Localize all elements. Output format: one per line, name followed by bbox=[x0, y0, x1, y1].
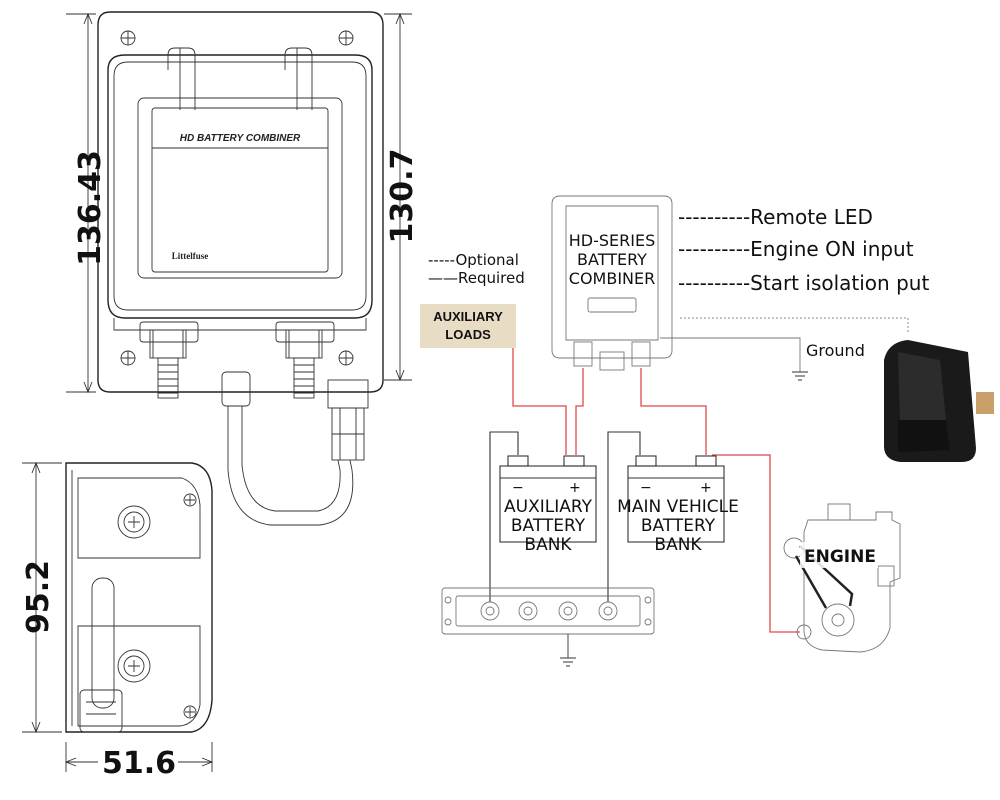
engine-label-bg bbox=[800, 542, 878, 568]
mounting-hole-icon bbox=[120, 30, 354, 366]
aux-battery-minus-icon: − bbox=[512, 480, 524, 496]
main-battery-label-line1: MAIN VEHICLE bbox=[617, 497, 739, 517]
aux-battery-label-line3: BANK bbox=[524, 535, 572, 555]
engine-on-label: ----------Engine ON input bbox=[678, 237, 914, 261]
main-battery-plus-icon: + bbox=[700, 480, 712, 496]
dimension-overall-height: 136.43 bbox=[73, 150, 108, 266]
main-battery-minus-icon: − bbox=[640, 480, 652, 496]
dimension-side-width: 51.6 bbox=[102, 746, 176, 781]
auxiliary-battery bbox=[499, 455, 597, 543]
aux-loads-line1: AUXILIARY bbox=[433, 309, 503, 324]
negative-wires bbox=[489, 431, 641, 602]
engine-label: ENGINE bbox=[804, 547, 876, 567]
brand-logo: Littelfuse bbox=[172, 251, 209, 261]
aux-loads-line2: LOADS bbox=[445, 327, 491, 342]
aux-battery-plus-icon: + bbox=[569, 480, 581, 496]
combiner-label-line3: COMBINER bbox=[569, 269, 655, 288]
battery-combiner-unit bbox=[551, 195, 673, 371]
engine-icon bbox=[783, 503, 901, 653]
device-side-view bbox=[22, 461, 214, 772]
auxiliary-loads-box bbox=[420, 304, 516, 348]
main-battery-label-line3: BANK bbox=[654, 535, 702, 555]
right-terminal-stud bbox=[275, 321, 335, 399]
left-terminal-stud bbox=[139, 321, 199, 399]
ground-label: Ground bbox=[806, 341, 865, 360]
aux-battery-label-line2: BATTERY bbox=[511, 516, 586, 536]
dimension-label-bg bbox=[98, 746, 178, 776]
wire-connector bbox=[327, 379, 369, 461]
ground-symbol-icon bbox=[792, 371, 808, 381]
ground-bus-bar bbox=[441, 587, 655, 667]
remote-led-label: ----------Remote LED bbox=[678, 205, 873, 229]
main-battery-label-line2: BATTERY bbox=[641, 516, 716, 536]
dimension-side-height: 95.2 bbox=[21, 560, 56, 634]
combiner-label-line2: BATTERY bbox=[577, 250, 647, 269]
legend-required: ——Required bbox=[428, 269, 525, 287]
positive-wires bbox=[512, 348, 800, 633]
aux-battery-label-line1: AUXILIARY bbox=[504, 497, 593, 517]
start-isolation-label: ----------Start isolation put bbox=[678, 271, 929, 295]
rocker-switch-icon bbox=[884, 340, 994, 462]
main-vehicle-battery bbox=[627, 455, 725, 543]
combiner-label-line1: HD-SERIES bbox=[569, 231, 656, 250]
dimension-body-height: 130.7 bbox=[385, 149, 420, 244]
device-title-label: HD BATTERY COMBINER bbox=[180, 133, 301, 144]
legend-optional: -----Optional bbox=[428, 251, 519, 269]
device-front-view: HD BATTERY COMBINER Littelfuse bbox=[66, 11, 412, 526]
